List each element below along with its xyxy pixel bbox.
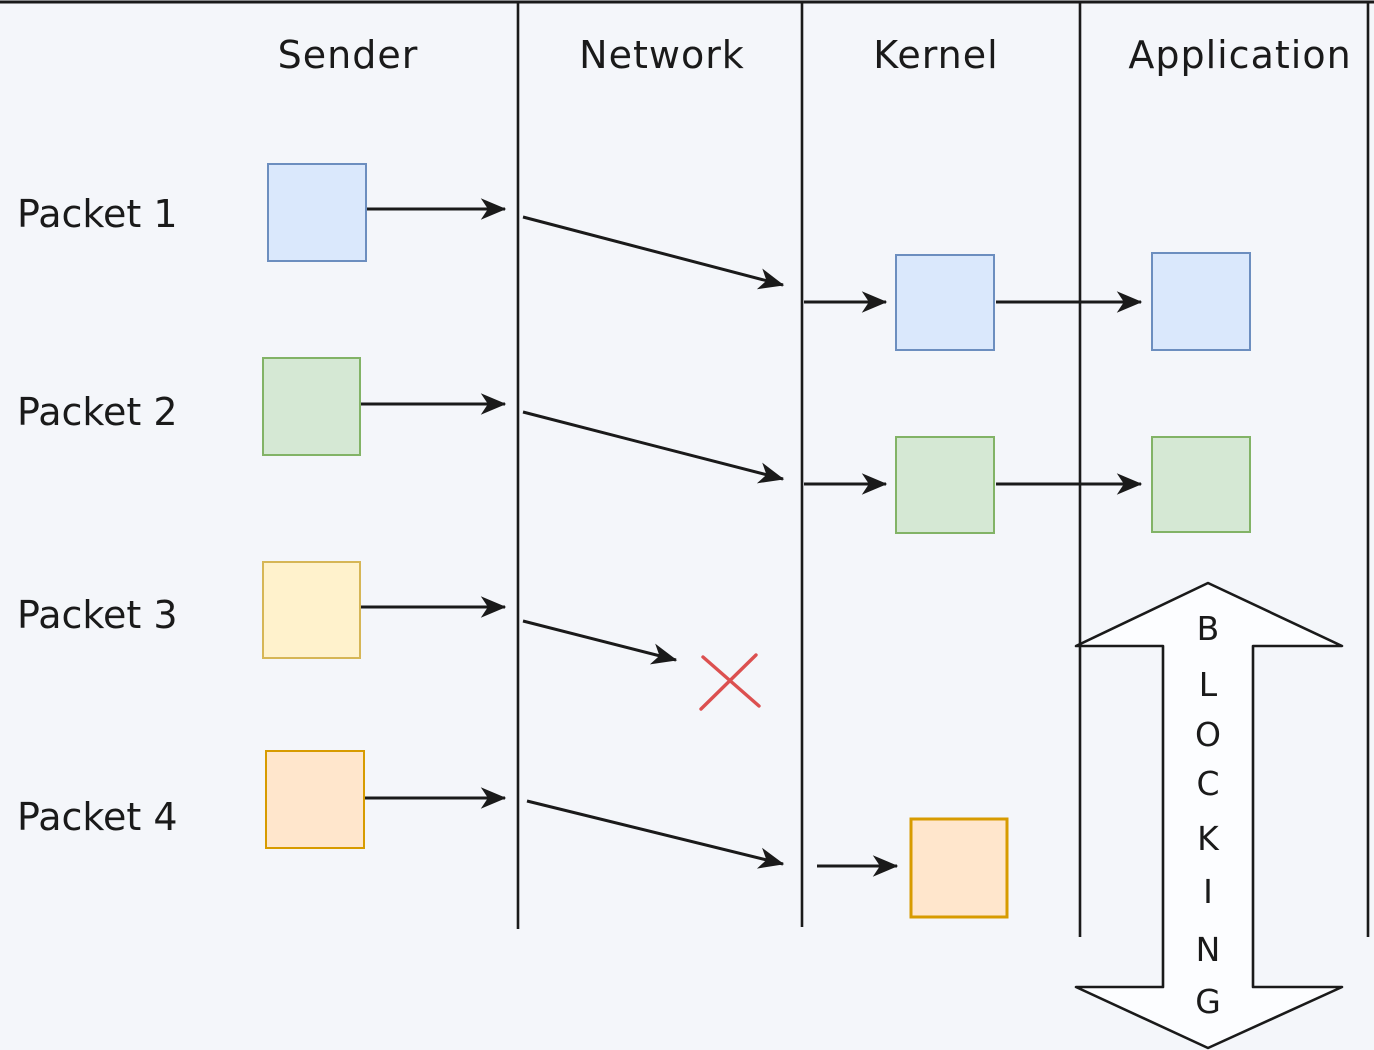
packet1-label: Packet 1 xyxy=(17,192,178,236)
packet3-sender-box xyxy=(262,561,361,659)
packet4-sender-box xyxy=(265,750,365,849)
blocking-label: B L O C K I N G xyxy=(1195,609,1221,1021)
packet1-network-arrow xyxy=(522,215,785,290)
packet2-boxes xyxy=(262,357,1251,534)
packet4-network-arrow xyxy=(526,799,785,869)
column-header-kernel: Kernel xyxy=(873,33,998,77)
packet2-label: Packet 2 xyxy=(17,390,178,434)
packet2-application-box xyxy=(1151,436,1251,533)
packet3-boxes xyxy=(262,561,361,659)
packet4-boxes xyxy=(265,750,1009,919)
blocking-letter: L xyxy=(1199,665,1218,704)
column-header-network: Network xyxy=(579,33,745,77)
blocking-letter: C xyxy=(1196,764,1219,803)
column-header-sender: Sender xyxy=(278,33,419,77)
packet3-drop-x-icon xyxy=(699,653,761,711)
blocking-letter: N xyxy=(1196,930,1221,969)
packet4-label: Packet 4 xyxy=(17,795,178,839)
packet3-label: Packet 3 xyxy=(17,593,178,637)
packet1-application-box xyxy=(1151,252,1251,351)
blocking-letter: I xyxy=(1203,872,1213,911)
packet1-sender-box xyxy=(267,163,367,262)
packet1-boxes xyxy=(267,163,1251,351)
drop-x-stroke-2 xyxy=(699,653,758,711)
packet2-network-arrow xyxy=(522,410,785,484)
packet1-kernel-box xyxy=(895,254,995,351)
blocking-letter: K xyxy=(1197,819,1220,858)
packet3-network-arrow xyxy=(522,619,678,665)
blocking-letter: B xyxy=(1197,609,1220,648)
packet2-kernel-box xyxy=(895,436,995,534)
blocking-letter: G xyxy=(1195,982,1221,1021)
column-header-application: Application xyxy=(1128,33,1351,77)
packet2-sender-box xyxy=(262,357,361,456)
blocking-letter: O xyxy=(1195,715,1221,754)
blocking-double-arrow xyxy=(1074,581,1344,1050)
packet4-kernel-box xyxy=(909,817,1009,919)
